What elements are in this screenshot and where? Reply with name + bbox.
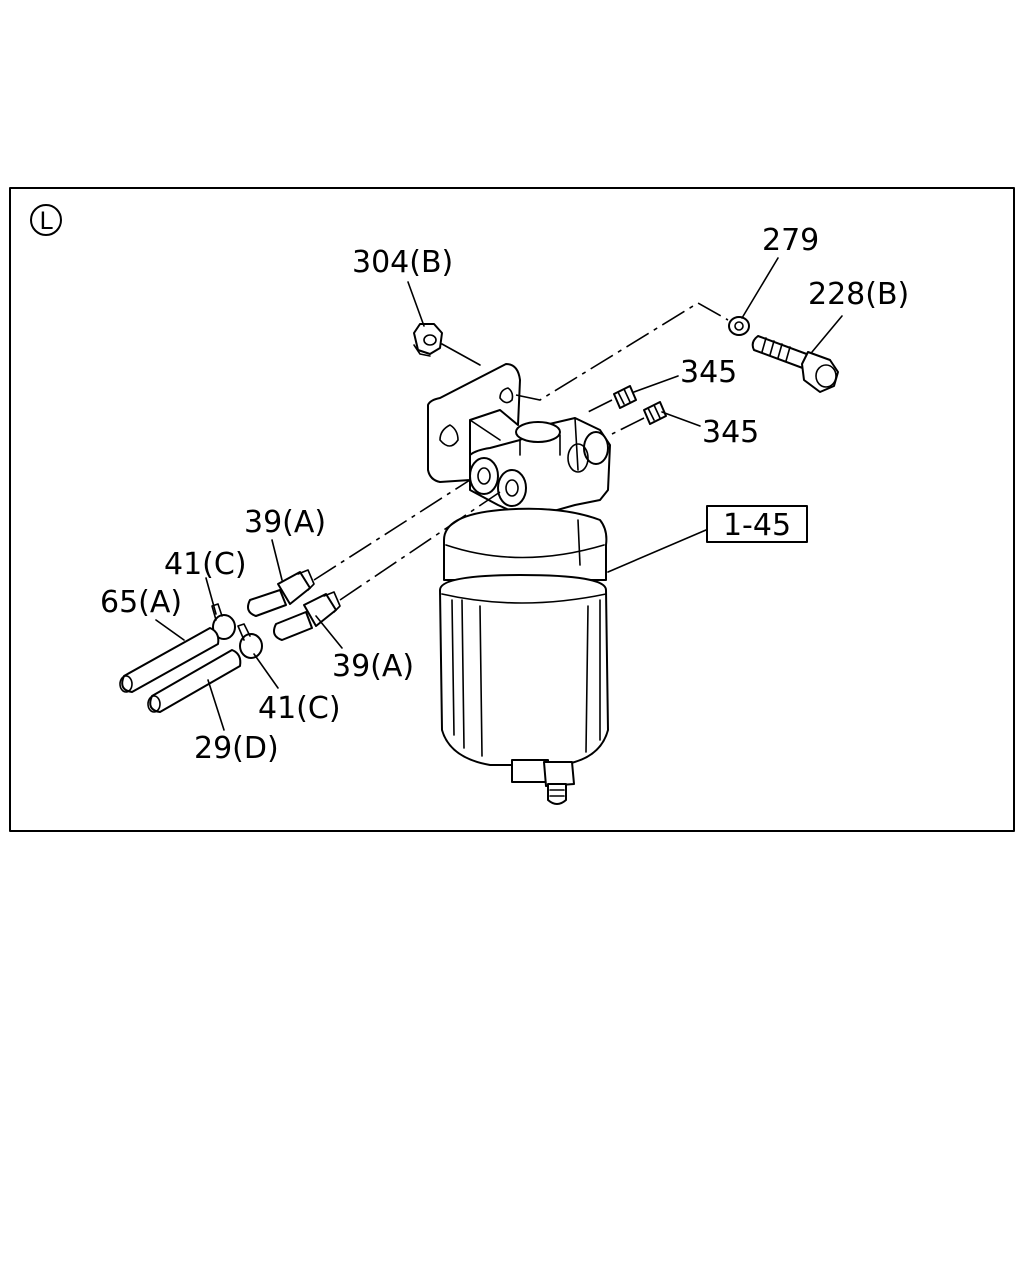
- callout-345-upper: 345: [680, 355, 737, 390]
- fuel-filter-assembly: [427, 363, 611, 805]
- hose-65a: [119, 627, 220, 693]
- diagram-frame: [9, 187, 1015, 832]
- assembly-ref-label: 1-45: [723, 508, 791, 543]
- callout-279: 279: [762, 223, 819, 258]
- fitting-39a-upper: [247, 569, 315, 617]
- callout-345-lower: 345: [702, 415, 759, 450]
- washer-279: [728, 316, 750, 336]
- callout-39a-upper: 39(A): [244, 505, 326, 540]
- plug-345-lower: [643, 401, 667, 425]
- callout-39a-lower: 39(A): [332, 649, 414, 684]
- callout-304b: 304(B): [352, 245, 453, 280]
- callout-41c-upper: 41(C): [164, 547, 247, 582]
- callout-65a: 65(A): [100, 585, 182, 620]
- bolt-228b: [751, 335, 839, 393]
- clamp-41c-lower: [237, 623, 263, 659]
- callout-41c-lower: 41(C): [258, 691, 341, 726]
- callout-29d: 29(D): [194, 731, 279, 766]
- view-marker-label: L: [39, 207, 53, 235]
- flange-nut-304b: [413, 323, 443, 357]
- clamp-41c-upper: [211, 603, 236, 640]
- leader-lines: [155, 257, 843, 731]
- assembly-ref-box: 1-45: [706, 505, 808, 543]
- callout-228b: 228(B): [808, 277, 909, 312]
- view-marker: L: [30, 204, 62, 236]
- hose-29d: [147, 649, 242, 713]
- plug-345-upper: [613, 385, 637, 409]
- fitting-39a-lower: [273, 591, 341, 641]
